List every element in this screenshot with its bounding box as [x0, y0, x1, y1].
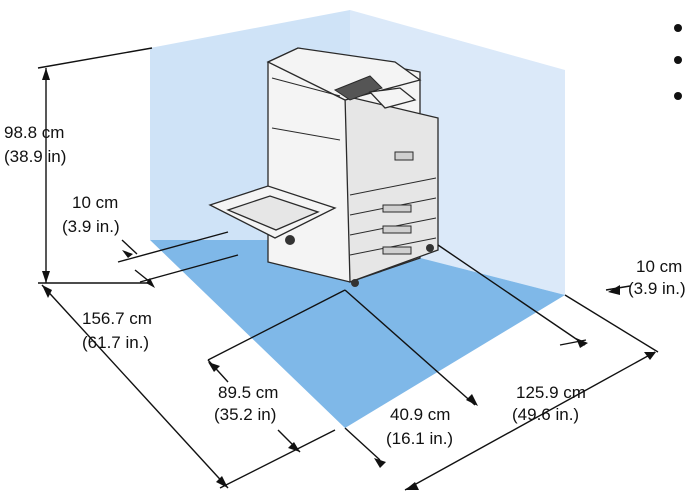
left-clearance-in-label: (3.9 in.)	[62, 217, 120, 236]
bullet-icon	[674, 56, 682, 64]
tray-in-label: (35.2 in)	[214, 405, 276, 424]
body-in-label: (16.1 in.)	[386, 429, 453, 448]
dimension-lines	[37, 47, 659, 491]
tray-cm-label: 89.5 cm	[218, 383, 278, 402]
width-in-label: (49.6 in.)	[512, 405, 579, 424]
depth-in-label: (61.7 in.)	[82, 333, 149, 352]
right-clearance-in-label: (3.9 in.)	[628, 279, 686, 298]
depth-cm-label: 156.7 cm	[82, 309, 152, 328]
right-clearance-cm-label: 10 cm	[636, 257, 682, 276]
height-cm-label: 98.8 cm	[4, 123, 64, 142]
bullet-icon	[674, 92, 682, 100]
width-cm-label: 125.9 cm	[516, 383, 586, 402]
floor	[150, 240, 565, 428]
printer-illustration	[208, 47, 439, 287]
height-in-label: (38.9 in)	[4, 147, 66, 166]
body-cm-label: 40.9 cm	[390, 405, 450, 424]
bullet-icon	[674, 24, 682, 32]
left-clearance-cm-label: 10 cm	[72, 193, 118, 212]
